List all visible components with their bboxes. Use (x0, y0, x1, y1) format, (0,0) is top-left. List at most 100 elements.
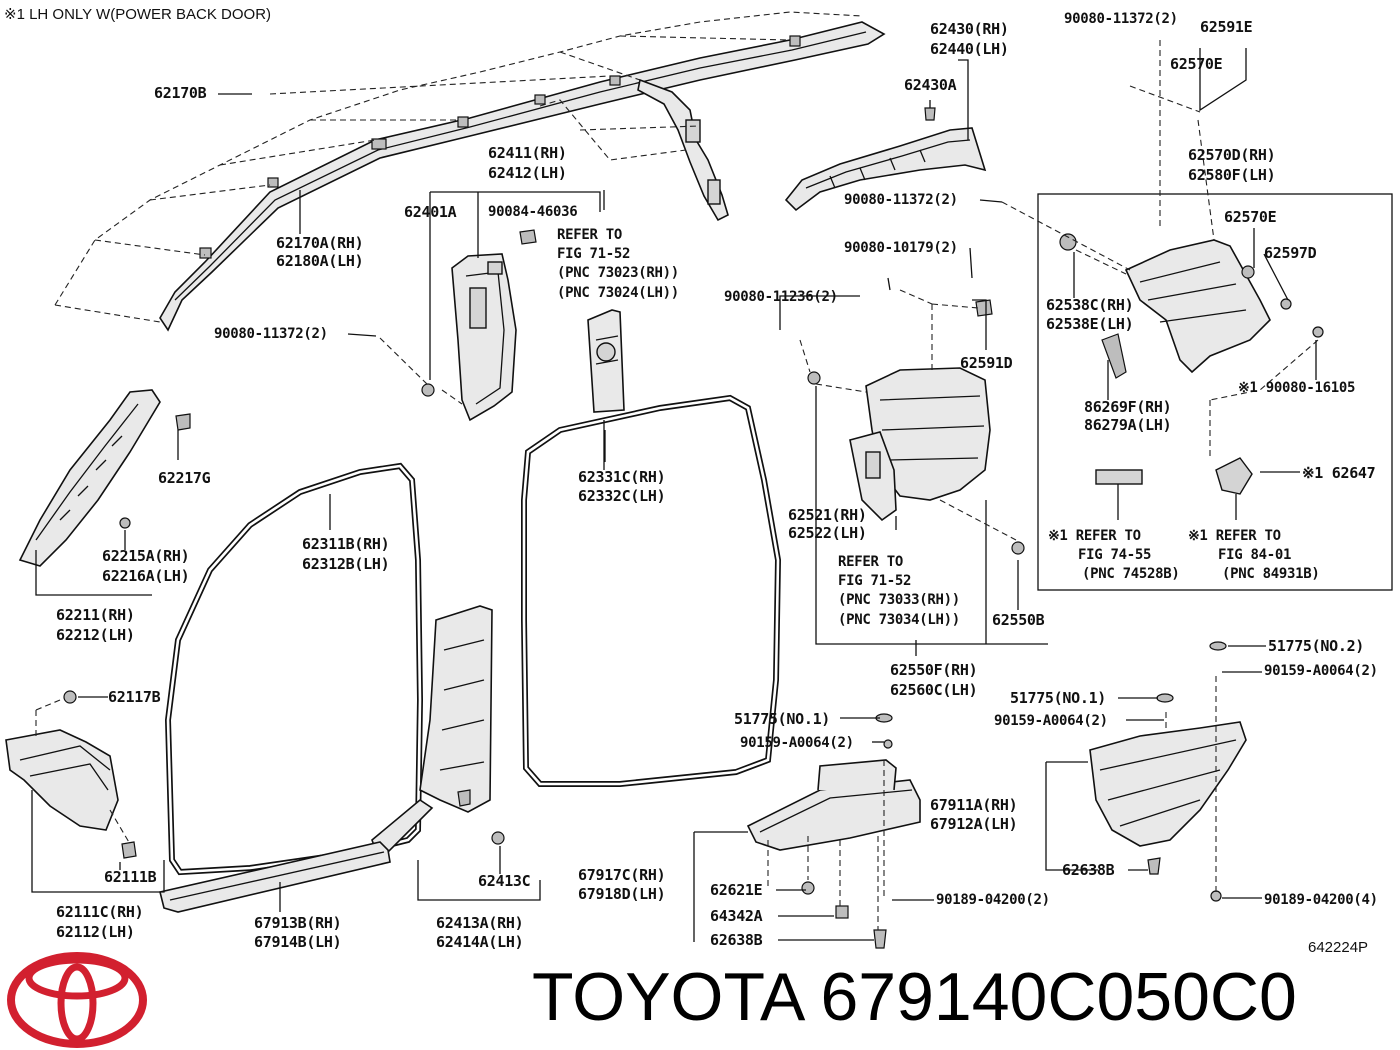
cowl-side-trim-part (5, 690, 137, 859)
label-62215a: 62215A(RH) (102, 547, 190, 565)
label-62570d: 62570D(RH) (1188, 146, 1276, 164)
refer-note-3-line1: ※1 REFER TO (1188, 528, 1281, 544)
label-90080-16105: ※1 90080-16105 (1238, 380, 1356, 396)
refer-note-2-line1: ※1 REFER TO (1048, 528, 1141, 544)
refer-note-1-line1: REFER TO (557, 227, 623, 243)
label-62538c: 62538C(RH) (1046, 296, 1134, 314)
label-62591d: 62591D (960, 354, 1013, 372)
label-64342a: 64342A (710, 907, 763, 925)
upper-garnish-part (784, 107, 987, 212)
quarter-trim-part (807, 299, 1025, 555)
brand-name: TOYOTA (532, 959, 802, 1035)
seatbelt-cover-part (587, 309, 625, 413)
label-67917c: 67917C(RH) (578, 866, 666, 884)
label-67918d: 67918D(LH) (578, 885, 666, 903)
label-86269f: 86269F(RH) (1084, 398, 1172, 416)
label-62216a: 62216A(LH) (102, 567, 190, 585)
label-62170b: 62170B (154, 84, 207, 102)
refer-note-3-line3: (PNC 84931B) (1222, 566, 1320, 582)
label-90159-a0064-a: 90159-A0064(2) (740, 735, 854, 751)
label-90084-46036: 90084-46036 (488, 204, 578, 220)
front-pillar-garnish-part (18, 389, 191, 567)
label-62401a: 62401A (404, 203, 457, 221)
label-67913b: 67913B(RH) (254, 914, 342, 932)
refer-note-4-line1: REFER TO (838, 554, 904, 570)
label-62414a: 62414A(LH) (436, 933, 524, 951)
label-90080-10179: 90080-10179(2) (844, 240, 958, 256)
label-62560c: 62560C(LH) (890, 681, 978, 699)
center-pillar-upper-part (421, 229, 537, 422)
label-51775-no1-b: 51775(NO.1) (1010, 689, 1107, 707)
refer-note-4-line2: FIG 71-52 (838, 573, 912, 589)
label-62411: 62411(RH) (488, 144, 567, 162)
label-62570e-b: 62570E (1224, 208, 1277, 226)
label-90189-04200-a: 90189-04200(2) (936, 892, 1050, 908)
label-90080-11372-b: 90080-11372(2) (844, 192, 958, 208)
figure-code: 642224P (1308, 939, 1369, 956)
refer-note-2-line2: FIG 74-55 (1078, 547, 1152, 563)
label-62521: 62521(RH) (788, 506, 867, 524)
label-62111c: 62111C(RH) (56, 903, 144, 921)
label-62430: 62430(RH) (930, 20, 1009, 38)
label-62211: 62211(RH) (56, 606, 135, 624)
toyota-logo (7, 952, 147, 1048)
label-62597d: 62597D (1264, 244, 1317, 262)
label-67911a: 67911A(RH) (930, 796, 1018, 814)
diagram-note: ※1 LH ONLY W(POWER BACK DOOR) (4, 6, 272, 23)
label-62638b-b: 62638B (1062, 861, 1115, 879)
front-scuff-plate-part (159, 841, 391, 913)
refer-note-1-line4: (PNC 73024(LH)) (557, 285, 679, 301)
label-90189-04200-b: 90189-04200(4) (1264, 892, 1378, 908)
label-62413a: 62413A(RH) (436, 914, 524, 932)
label-62591e: 62591E (1200, 18, 1253, 36)
refer-note-4-line3: (PNC 73033(RH)) (838, 592, 960, 608)
label-90159-a0064-b: 90159-A0064(2) (994, 713, 1108, 729)
center-pillar-lower-part (371, 605, 505, 858)
label-62580f: 62580F(LH) (1188, 166, 1276, 184)
label-62331c: 62331C(RH) (578, 468, 666, 486)
label-62212: 62212(LH) (56, 626, 135, 644)
rear-scuff-plate-part (746, 759, 921, 949)
label-62412: 62412(LH) (488, 164, 567, 182)
back-door-trim-part (1059, 233, 1324, 495)
label-62180a: 62180A(LH) (276, 252, 364, 270)
refer-note-3-line2: FIG 84-01 (1218, 547, 1292, 563)
label-90080-11236: 90080-11236(2) (724, 289, 838, 305)
label-62332c: 62332C(LH) (578, 487, 666, 505)
refer-note-2-line3: (PNC 74528B) (1082, 566, 1180, 582)
label-67912a: 67912A(LH) (930, 815, 1018, 833)
label-62217g: 62217G (158, 469, 211, 487)
label-62621e: 62621E (710, 881, 763, 899)
label-62538e: 62538E(LH) (1046, 315, 1134, 333)
front-door-weatherstrip (164, 462, 424, 876)
label-62522: 62522(LH) (788, 524, 867, 542)
roof-rail-part (159, 21, 886, 332)
refer-note-1-line3: (PNC 73023(RH)) (557, 265, 679, 281)
label-62312b: 62312B(LH) (302, 555, 390, 573)
label-90080-11372-c: 90080-11372(2) (1064, 11, 1178, 27)
refer-note-1-line2: FIG 71-52 (557, 246, 631, 262)
label-51775-no1-a: 51775(NO.1) (734, 710, 831, 728)
label-67914b: 67914B(LH) (254, 933, 342, 951)
refer-note-4-line4: (PNC 73034(LH)) (838, 612, 960, 628)
part-number: 679140C050C0 (820, 959, 1297, 1035)
label-51775-no2: 51775(NO.2) (1268, 637, 1365, 655)
label-62440: 62440(LH) (930, 40, 1009, 58)
label-86279a: 86279A(LH) (1084, 416, 1172, 434)
label-90159-a0064-c: 90159-A0064(2) (1264, 663, 1378, 679)
label-62550b: 62550B (992, 611, 1045, 629)
label-62311b: 62311B(RH) (302, 535, 390, 553)
label-62112: 62112(LH) (56, 923, 135, 941)
label-90080-11372-a: 90080-11372(2) (214, 326, 328, 342)
label-62550f: 62550F(RH) (890, 661, 978, 679)
brand-part-number-line: TOYOTA 679140C050C0 (532, 957, 1297, 1037)
label-62430a: 62430A (904, 76, 957, 94)
label-62413c: 62413C (478, 872, 531, 890)
label-62117b: 62117B (108, 688, 161, 706)
label-62638b-a: 62638B (710, 931, 763, 949)
label-62111b: 62111B (104, 868, 157, 886)
label-62570e-a: 62570E (1170, 55, 1223, 73)
back-door-detail-box (1037, 193, 1393, 591)
